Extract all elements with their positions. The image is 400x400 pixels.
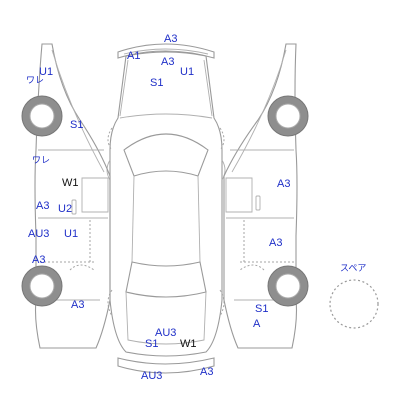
- left-fender-s1-code: S1: [70, 119, 84, 131]
- left-rocker-au3-code: AU3: [28, 228, 50, 240]
- left-side-view: [34, 43, 111, 349]
- left-door-a3-code: A3: [36, 200, 50, 212]
- left-rear-tire: [21, 265, 63, 307]
- left-quarter-a3-code: A3: [71, 299, 85, 311]
- right-quarter-s1-code: S1: [255, 303, 269, 315]
- spare-label: スペア: [340, 263, 367, 273]
- rear-bumper-a3-code: A3: [200, 366, 214, 378]
- right-side-view: [223, 43, 298, 349]
- front-hood-u1-code: U1: [180, 66, 195, 78]
- spare-tire: [329, 279, 379, 329]
- rear-bumper-panel: [117, 357, 215, 374]
- right-door-a3-code: A3: [277, 178, 291, 190]
- right-front-tire: [267, 95, 309, 137]
- left-fender-u1-code: U1: [39, 66, 54, 78]
- rear-trunk-au3-code: AU3: [155, 327, 177, 339]
- front-hood-a3-code: A3: [161, 56, 175, 68]
- rear-trunk-s1-code: S1: [145, 338, 159, 350]
- front-bumper-panel: [117, 43, 215, 59]
- front-bumper-a1-code: A1: [127, 50, 141, 62]
- left-rocker-u1-code: U1: [64, 228, 79, 240]
- left-front-tire: [21, 95, 63, 137]
- left-door-ware-code: ワレ: [32, 155, 51, 165]
- front-bumper-top-code: A3: [164, 33, 178, 45]
- rear-window-w1-code: W1: [180, 338, 197, 350]
- car-top-view: [106, 51, 226, 357]
- rear-bumper-au3-code: AU3: [141, 370, 163, 382]
- left-door-u2-code: U2: [58, 203, 73, 215]
- left-window-w1-code: W1: [62, 177, 79, 189]
- left-rear-a3-code: A3: [32, 254, 46, 266]
- right-rear-tire: [267, 265, 309, 307]
- front-hood-s1-code: S1: [150, 77, 164, 89]
- right-quarter-a-code: A: [253, 318, 261, 330]
- right-rocker-a3-code: A3: [269, 237, 283, 249]
- left-fender-ware-code: ワレ: [26, 75, 45, 85]
